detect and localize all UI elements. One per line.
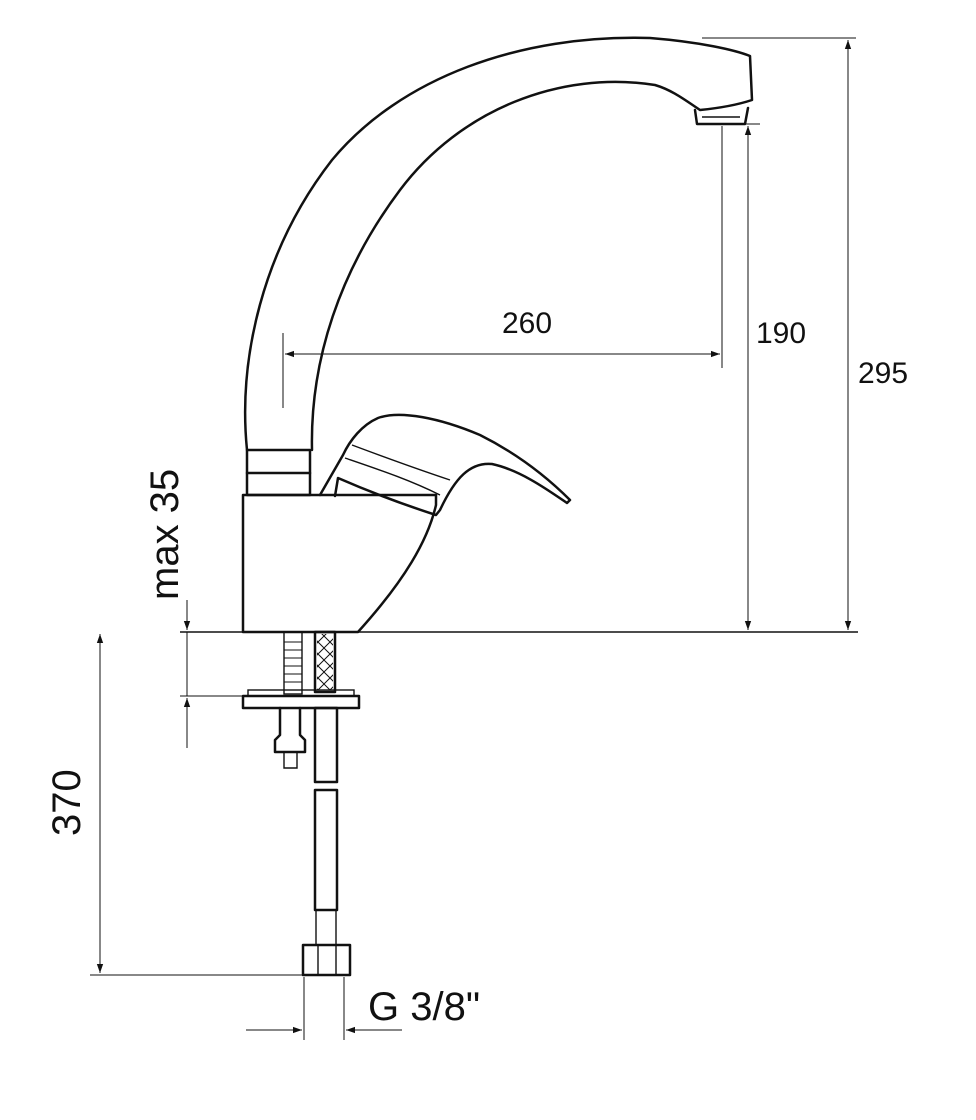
dim-370-label: 370 xyxy=(45,769,89,836)
dimension-295: 295 xyxy=(702,37,908,630)
dim-max35-label: max 35 xyxy=(143,469,187,600)
faucet-body xyxy=(241,493,438,634)
mounting-hardware xyxy=(241,631,361,769)
dim-thread-label: G 3/8" xyxy=(368,985,480,1029)
spout-collar xyxy=(245,448,312,497)
dimension-max35: max 35 xyxy=(143,469,245,748)
dimension-thread: G 3/8" xyxy=(246,977,480,1040)
dimension-260: 260 xyxy=(282,126,723,408)
dimension-190: 190 xyxy=(704,123,806,630)
spout xyxy=(243,36,754,452)
supply-hose xyxy=(301,630,352,977)
dim-190-label: 190 xyxy=(756,317,806,350)
dim-260-label: 260 xyxy=(502,307,552,340)
dimension-370: 370 xyxy=(45,634,305,976)
dim-295-label: 295 xyxy=(858,357,908,390)
lever-handle xyxy=(318,413,572,517)
